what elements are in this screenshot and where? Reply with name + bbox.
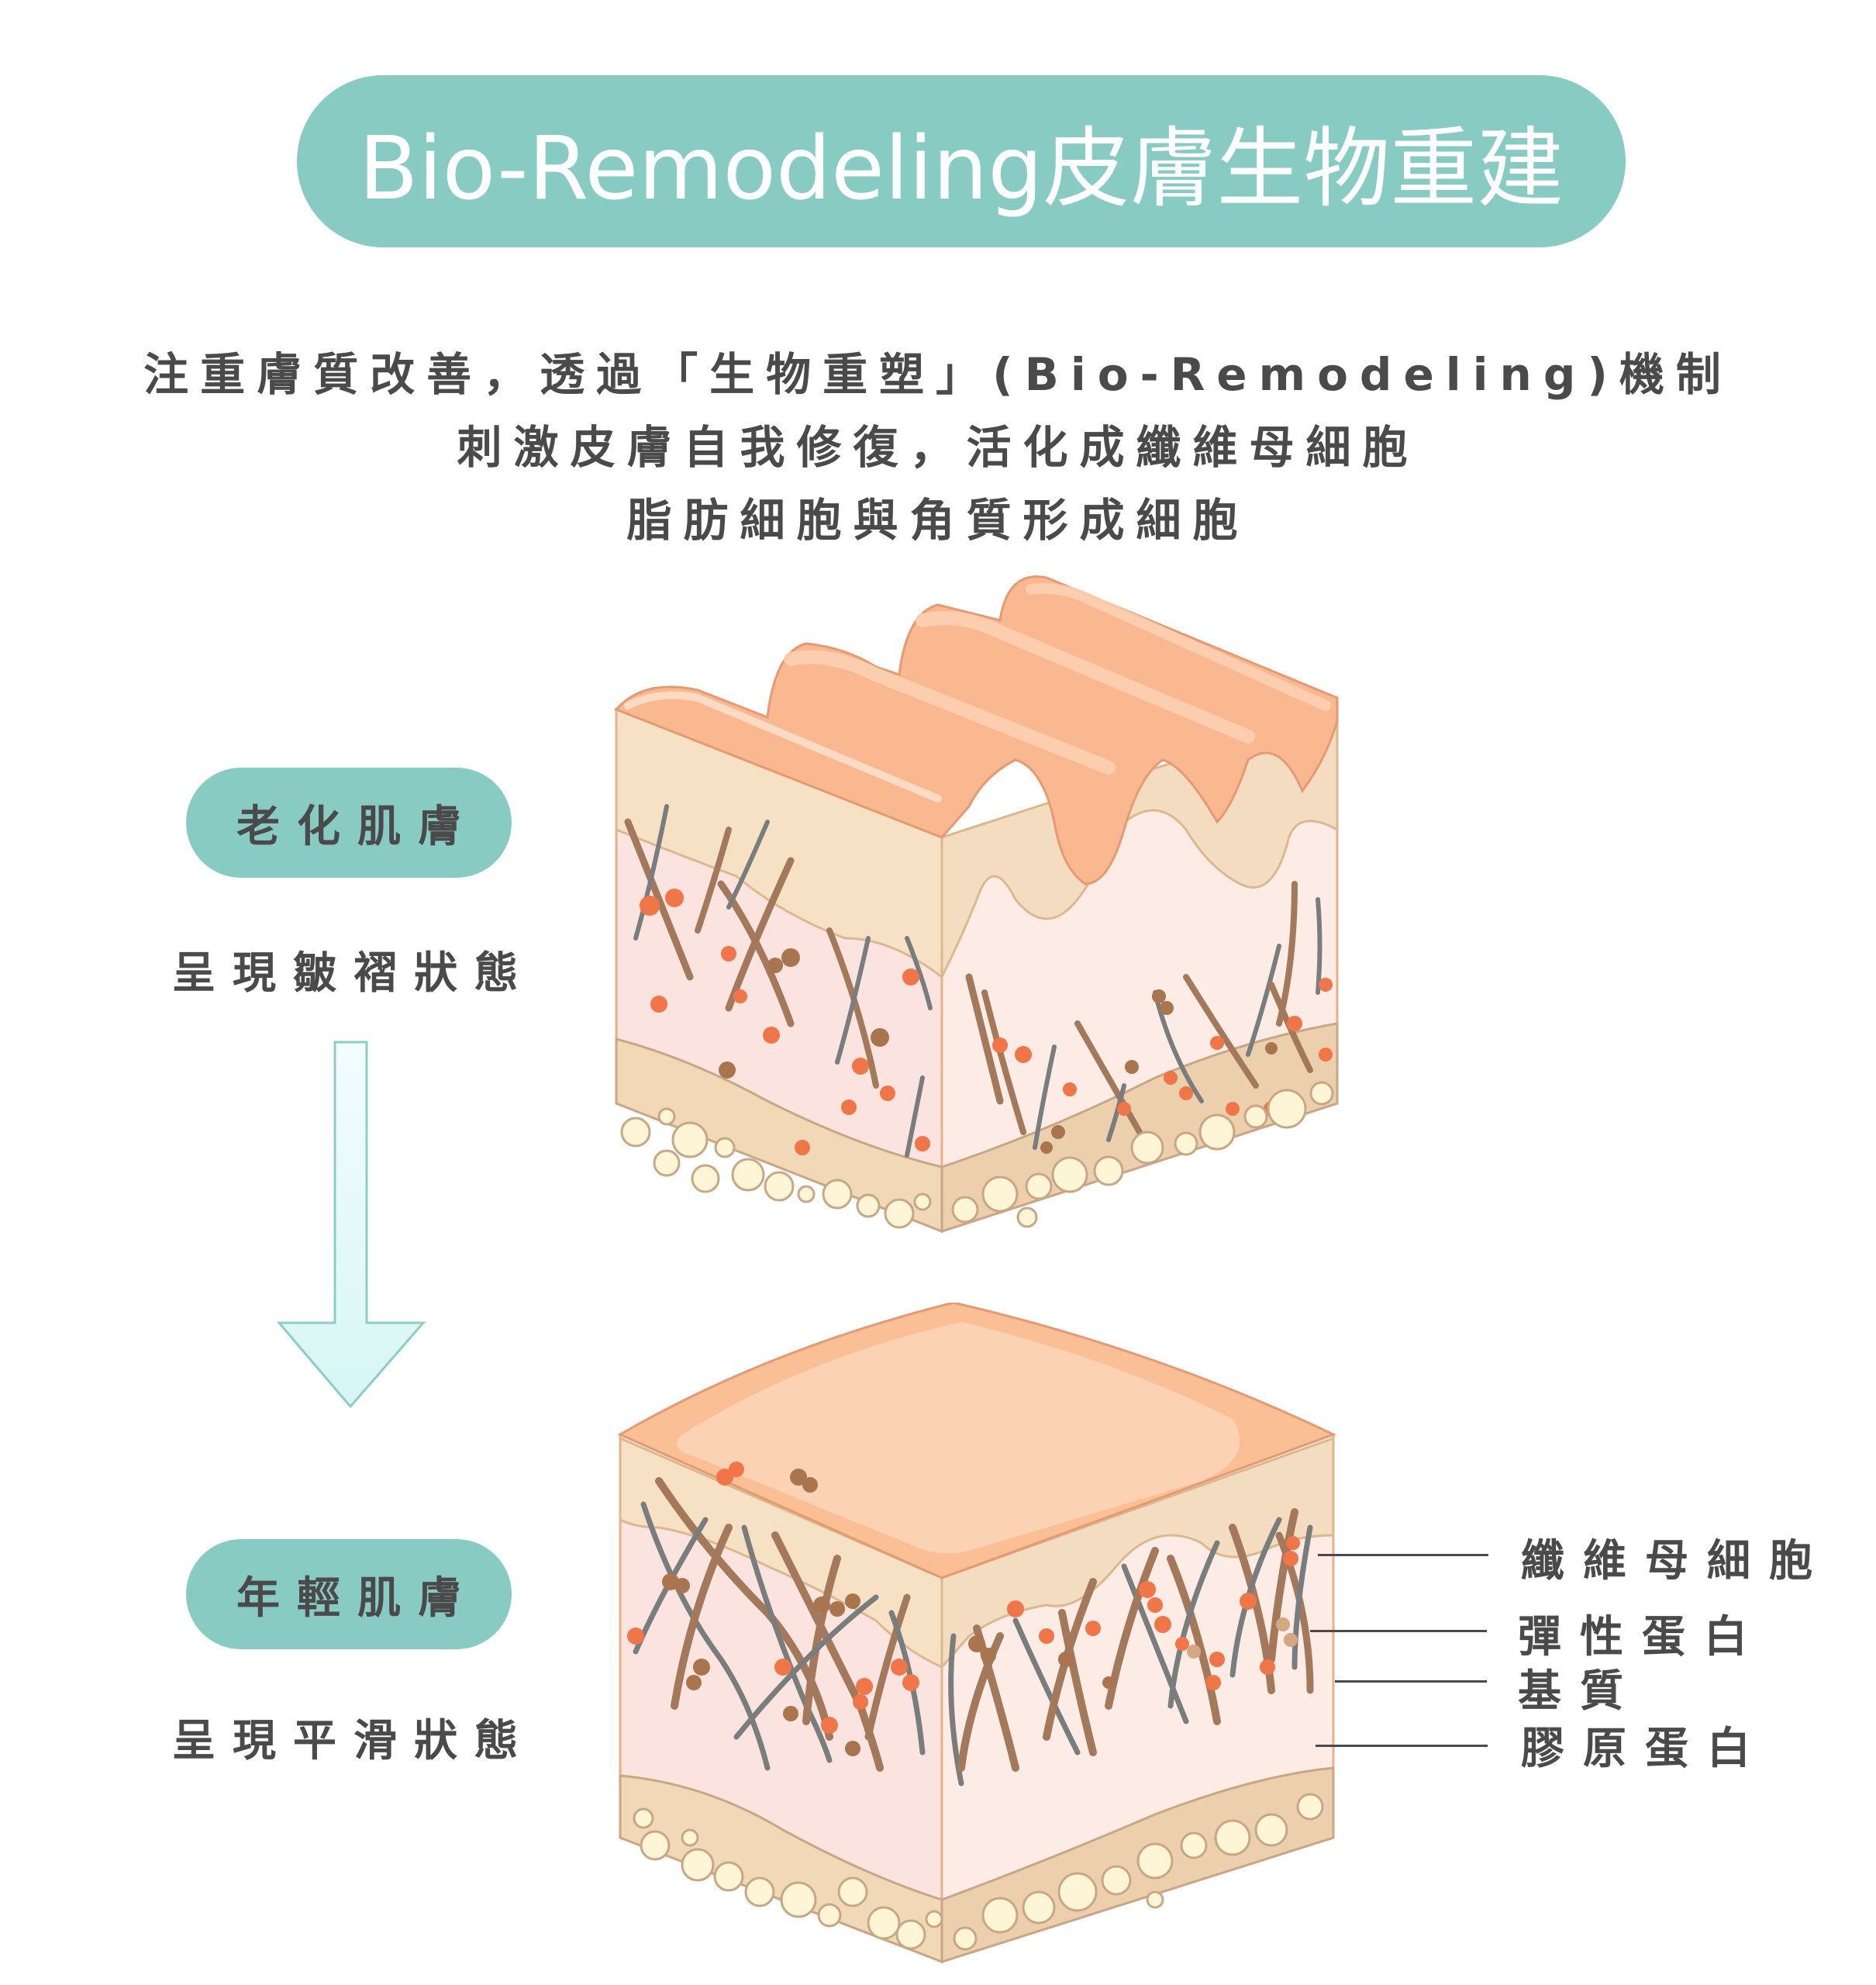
page-title: Bio-Remodeling皮膚生物重建: [358, 119, 1564, 219]
aging-skin-state: 呈現皺褶狀態: [172, 948, 535, 999]
callout-line-fibroblast: [1318, 1554, 1488, 1556]
fibroblast-cells: [640, 889, 1333, 1155]
description-line-3: 脂肪細胞與角質形成細胞: [626, 494, 1250, 547]
wrinkled-skin-illustration: [614, 575, 1339, 1234]
young-skin-badge: 年輕肌膚: [186, 1539, 512, 1649]
aging-skin-badge: 老化肌膚: [186, 768, 512, 878]
callout-line-elastin: [1310, 1630, 1487, 1632]
young-skin-badge-label: 年輕肌膚: [236, 1572, 478, 1624]
arrow-down-icon: [276, 1041, 426, 1409]
callout-line-matrix: [1335, 1680, 1487, 1683]
aging-skin-badge-label: 老化肌膚: [236, 801, 478, 852]
description-line-1: 注重膚質改善，透過「生物重塑」(Bio-Remodeling)機制: [143, 348, 1733, 401]
callout-label-matrix: 基質: [1518, 1666, 1642, 1717]
description-line-2: 刺激皮膚自我修復，活化成纖維母細胞: [457, 421, 1419, 474]
callout-label-fibroblast: 纖維母細胞: [1521, 1536, 1831, 1586]
smooth-skin-illustration: [617, 1303, 1336, 1964]
surface-highlight: [677, 1322, 1240, 1554]
fibroblast-cells: [627, 1462, 1300, 1756]
title-banner: Bio-Remodeling皮膚生物重建: [297, 75, 1626, 247]
fat-cells: [633, 1793, 1324, 1951]
callout-label-collagen: 膠原蛋白: [1521, 1724, 1769, 1774]
young-skin-state: 呈現平滑狀態: [172, 1716, 535, 1766]
fat-layer-left: [619, 1774, 943, 1964]
epidermis-left: [615, 707, 943, 980]
callout-line-collagen: [1316, 1745, 1488, 1747]
fat-cells: [620, 1081, 1334, 1229]
epidermis-right: [940, 1436, 1335, 1670]
callout-label-elastin: 彈性蛋白: [1518, 1612, 1766, 1662]
fat-layer-left: [615, 1037, 943, 1234]
